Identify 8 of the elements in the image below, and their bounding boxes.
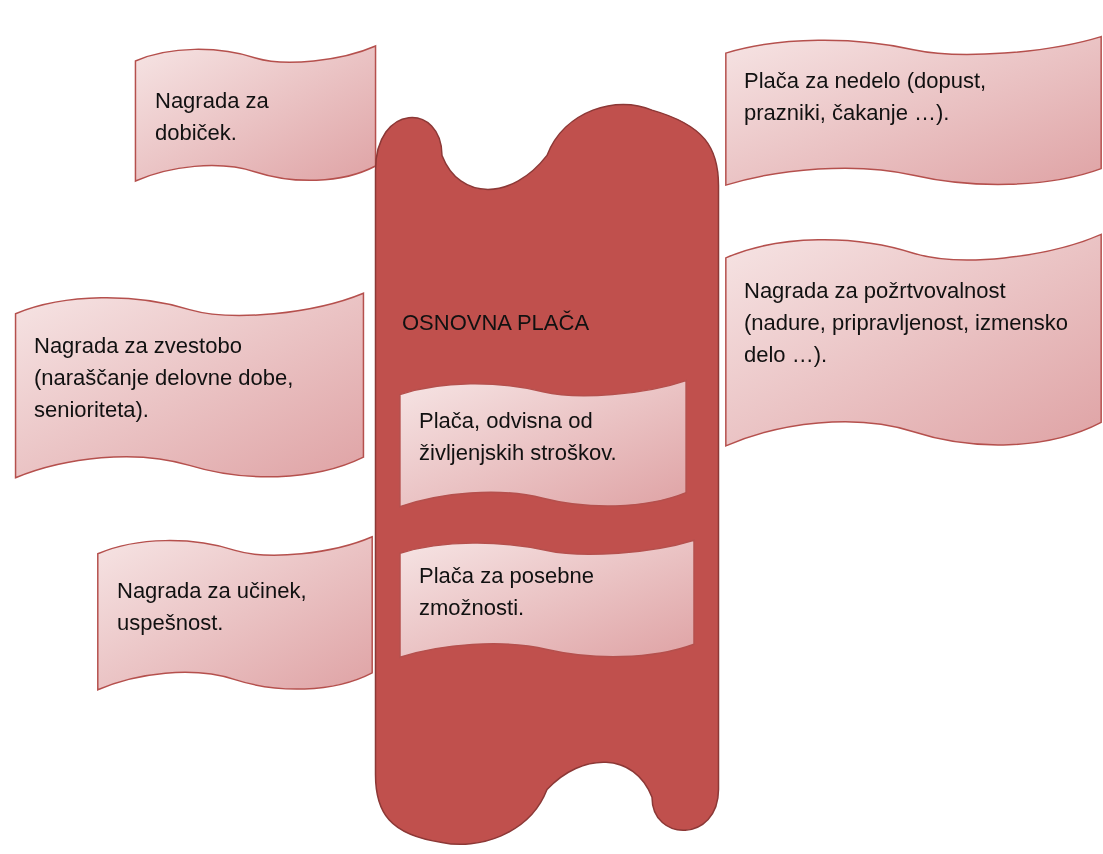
banner-text: Nagrada za zvestobo (naraščanje delovne dobe, senioriteta). — [34, 332, 295, 424]
banner-text: Plača za nedelo (dopust, prazniki, čakanje …). — [744, 67, 988, 127]
banner-text: Nagrada za požrtvovalnost (nadure, pripravljenost, izmensko delo …). — [744, 277, 1070, 369]
banner-text: Nagrada za učinek, uspešnost. — [117, 577, 308, 637]
banner-text: Plača, odvisna od življenjskih stroškov. — [419, 407, 618, 467]
banner-text: Plača za posebne zmožnosti. — [419, 562, 595, 622]
band-title: OSNOVNA PLAČA — [402, 310, 591, 336]
banner-text: Nagrada za dobiček. — [155, 87, 270, 147]
